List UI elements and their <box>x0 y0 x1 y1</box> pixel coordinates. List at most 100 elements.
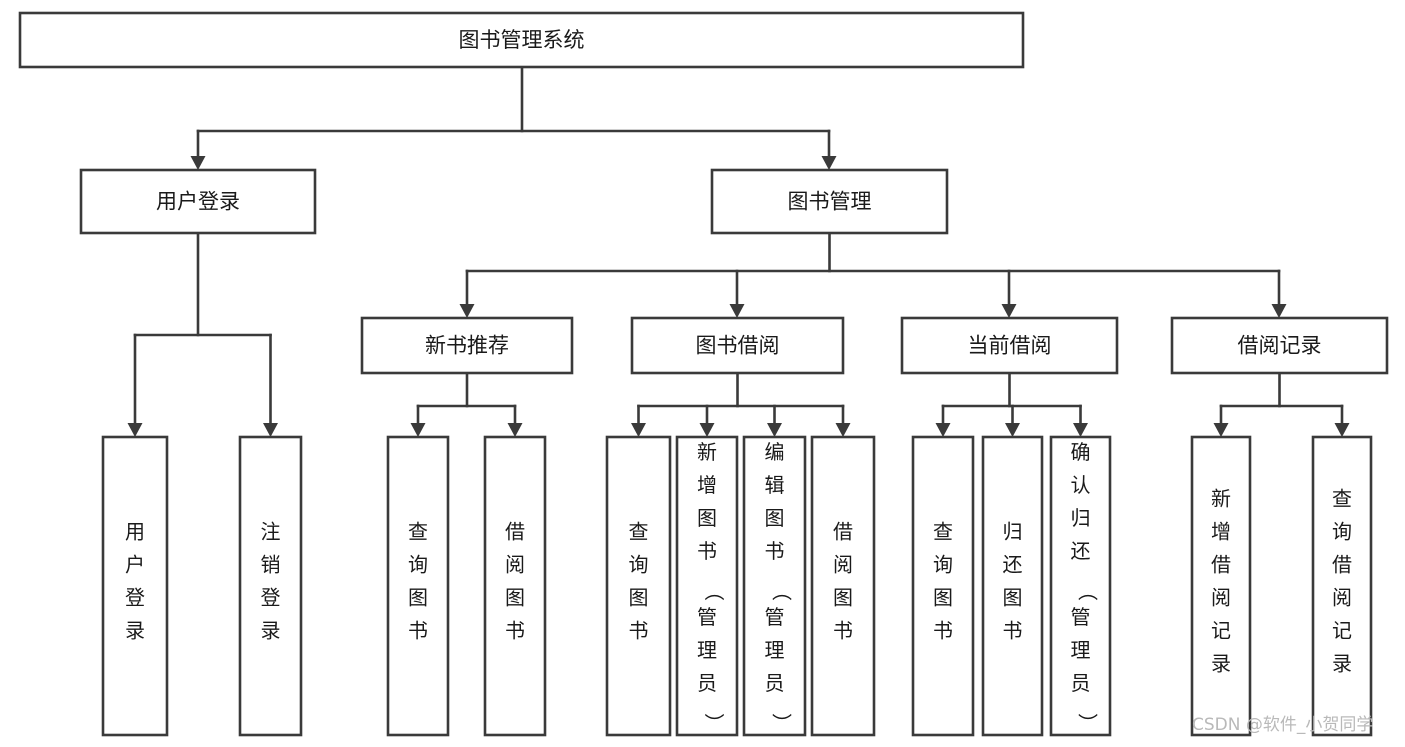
to-leaf-query-record-arrowhead <box>1334 423 1350 437</box>
node-box-leaf-add-book[interactable] <box>675 435 739 737</box>
csdn-watermark: CSDN @软件_小贺同学 <box>1192 715 1373 735</box>
to-leaf-borrow-book-2-arrowhead <box>835 423 851 437</box>
to-leaf-query-book-2-arrowhead <box>631 423 646 437</box>
node-box-user-login[interactable] <box>79 168 317 235</box>
node-box-book-borrow[interactable] <box>630 316 845 375</box>
connectors-layer <box>127 65 1350 437</box>
node-box-leaf-borrow-book-2[interactable] <box>810 435 876 737</box>
node-box-leaf-query-book-3[interactable] <box>911 435 975 737</box>
node-label-leaf-confirm-return: 确 <box>1071 440 1091 464</box>
node-label-leaf-borrow-book-2: 书 <box>833 619 853 643</box>
node-label-leaf-query-record: 阅 <box>1332 586 1352 610</box>
node-label-leaf-edit-book: 图 <box>765 506 785 530</box>
node-label-leaf-return-book: 书 <box>1003 619 1023 643</box>
node-box-leaf-query-record[interactable] <box>1311 435 1373 737</box>
node-box-current-borrow[interactable] <box>900 316 1119 375</box>
node-user-login[interactable]: 用户登录 <box>79 168 317 235</box>
node-new-book-recommend[interactable]: 新书推荐 <box>360 316 574 375</box>
node-box-borrow-record[interactable] <box>1170 316 1389 375</box>
node-current-borrow[interactable]: 当前借阅 <box>900 316 1119 375</box>
node-label-leaf-edit-book: 员 <box>765 671 785 695</box>
node-label-book-borrow: 图书借阅 <box>696 334 780 358</box>
node-label-leaf-query-book-2: 图 <box>629 586 649 610</box>
to-current-borrow-arrowhead <box>1001 304 1017 318</box>
node-box-leaf-logout[interactable] <box>238 435 303 737</box>
node-label-leaf-confirm-return: ） <box>1076 713 1100 733</box>
node-label-leaf-add-book: 员 <box>697 671 717 695</box>
node-label-leaf-logout: 登 <box>261 586 281 610</box>
node-label-book-management: 图书管理 <box>788 190 872 214</box>
to-book-management-arrowhead <box>821 156 837 170</box>
node-label-leaf-confirm-return: 管 <box>1071 605 1091 629</box>
node-box-leaf-borrow-book-1[interactable] <box>483 435 547 737</box>
node-label-leaf-edit-book: ） <box>770 713 794 733</box>
node-label-leaf-query-record: 录 <box>1332 652 1352 676</box>
node-label-leaf-confirm-return: 理 <box>1071 638 1091 662</box>
node-label-leaf-add-book: 书 <box>697 539 717 563</box>
node-label-leaf-borrow-book-2: 图 <box>833 586 853 610</box>
node-label-leaf-borrow-book-1: 书 <box>505 619 525 643</box>
node-label-leaf-borrow-book-1: 图 <box>505 586 525 610</box>
node-label-leaf-add-book: 管 <box>697 605 717 629</box>
node-label-leaf-query-record: 借 <box>1332 553 1352 577</box>
node-label-leaf-edit-book: 辑 <box>765 473 785 497</box>
node-book-borrow[interactable]: 图书借阅 <box>630 316 845 375</box>
node-label-leaf-return-book: 图 <box>1003 586 1023 610</box>
node-label-leaf-add-record: 增 <box>1211 520 1231 544</box>
node-box-undefined[interactable] <box>18 11 1025 69</box>
node-label-leaf-query-book-2: 询 <box>629 553 649 577</box>
node-label-leaf-logout: 录 <box>261 619 281 643</box>
node-label-leaf-logout: 销 <box>261 553 281 577</box>
node-label-leaf-query-book-3: 查 <box>933 520 953 544</box>
node-box-leaf-confirm-return[interactable] <box>1049 435 1112 737</box>
node-box-leaf-add-record[interactable] <box>1190 435 1252 737</box>
node-borrow-record[interactable]: 借阅记录 <box>1170 316 1389 375</box>
node-box-book-management[interactable] <box>710 168 949 235</box>
to-new-book-recommend-arrowhead <box>459 304 475 318</box>
node-box-leaf-edit-book[interactable] <box>742 435 807 737</box>
node-label-leaf-borrow-book-2: 借 <box>833 520 853 544</box>
node-box-leaf-query-book-2[interactable] <box>605 435 672 737</box>
node-box-leaf-query-book-1[interactable] <box>386 435 450 737</box>
node-label-leaf-return-book: 还 <box>1003 553 1023 577</box>
node-label-leaf-query-book-1: 书 <box>408 619 428 643</box>
node-undefined[interactable]: 图书管理系统 <box>18 11 1025 69</box>
node-label-leaf-edit-book: 编 <box>765 440 785 464</box>
node-label-leaf-confirm-return: （ <box>1076 581 1100 601</box>
node-label-leaf-add-book: 新 <box>697 440 717 464</box>
node-label-leaf-return-book: 归 <box>1003 520 1023 544</box>
to-leaf-edit-book-arrowhead <box>767 423 782 437</box>
node-label-leaf-add-book: ） <box>702 713 726 733</box>
to-leaf-return-book-arrowhead <box>1005 423 1020 437</box>
node-label-leaf-add-book: 理 <box>697 638 717 662</box>
node-box-leaf-user-login[interactable] <box>101 435 169 737</box>
to-leaf-add-book-arrowhead <box>699 423 715 437</box>
node-leaf-user-login[interactable]: 用户登录 <box>101 435 169 737</box>
node-box-new-book-recommend[interactable] <box>360 316 574 375</box>
node-label-borrow-record: 借阅记录 <box>1238 334 1322 358</box>
node-book-management[interactable]: 图书管理 <box>710 168 949 235</box>
node-label-leaf-user-login: 录 <box>125 619 145 643</box>
to-leaf-add-record-arrowhead <box>1213 423 1229 437</box>
node-label-leaf-query-book-3: 询 <box>933 553 953 577</box>
node-label-leaf-add-record: 阅 <box>1211 586 1231 610</box>
node-box-leaf-return-book[interactable] <box>981 435 1044 737</box>
node-label-leaf-edit-book: 管 <box>765 605 785 629</box>
node-label-leaf-borrow-book-1: 借 <box>505 520 525 544</box>
node-label-leaf-query-record: 查 <box>1332 487 1352 511</box>
node-label-leaf-query-record: 记 <box>1332 619 1352 643</box>
